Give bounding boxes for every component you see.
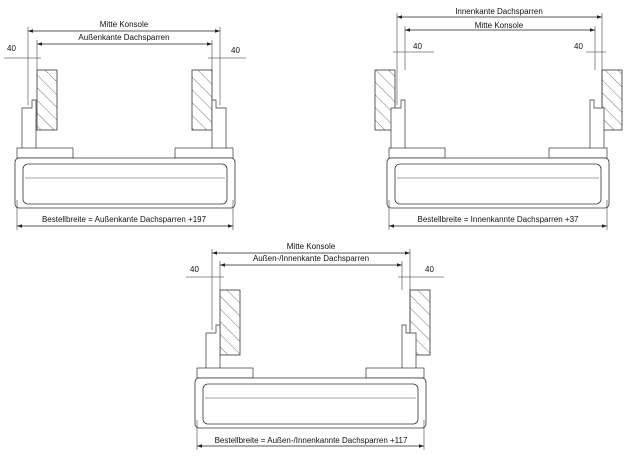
outer-dimension-label: Innenkante Dachsparren (455, 7, 543, 16)
outer-dimension-label: Mitte Konsole (287, 242, 336, 251)
mounting-plate-right (174, 147, 234, 159)
outer-dimension-label: Mitte Konsole (100, 20, 149, 29)
bracket-left (390, 99, 406, 148)
bracket-right (589, 99, 605, 148)
offset-right-label: 40 (231, 46, 240, 55)
mounting-plate-right (548, 147, 608, 159)
mounting-plate-left (16, 147, 74, 159)
inner-dimension-label: Außen-/Innenkante Dachsparren (253, 254, 369, 263)
roller-body (202, 383, 419, 425)
bracket-left (21, 99, 37, 148)
panel-outside-rafter-edge: Mitte Konsole Außenkante Dachsparren 40 … (4, 20, 246, 230)
offset-right-label: 40 (574, 42, 583, 51)
order-width-formula: Bestellbreite = Innenkannte Dachsparren … (418, 215, 580, 224)
offset-left-label: 40 (190, 265, 199, 274)
mounting-plate-right (365, 367, 425, 379)
rafter-right (191, 69, 213, 131)
rafter-left (219, 289, 241, 356)
roller-body (394, 163, 602, 205)
order-width-formula: Bestellbreite = Außen-/Innenkannte Dachs… (215, 436, 408, 445)
offset-right-label: 40 (425, 265, 434, 274)
inner-dimension-label: Mitte Konsole (475, 21, 524, 30)
panel-inside-rafter-edge: Innenkante Dachsparren Mitte Konsole 40 … (374, 7, 623, 230)
bracket-right (401, 324, 417, 368)
bracket-left (205, 324, 221, 368)
rafter-right (601, 69, 623, 131)
offset-left-label: 40 (413, 42, 422, 51)
inner-dimension-label: Außenkante Dachsparren (78, 33, 169, 42)
mounting-plate-left (388, 147, 446, 159)
roller-body (22, 163, 228, 205)
rafter-left (36, 69, 58, 131)
offset-left-label: 40 (7, 44, 16, 53)
rafter-left (374, 69, 396, 131)
bracket-right (211, 99, 227, 148)
order-width-formula: Bestellbreite = Außenkante Dachsparren +… (42, 215, 207, 224)
panel-mixed-rafter-edge: Mitte Konsole Außen-/Innenkante Dachspar… (186, 242, 444, 450)
mounting-plate-left (196, 367, 254, 379)
